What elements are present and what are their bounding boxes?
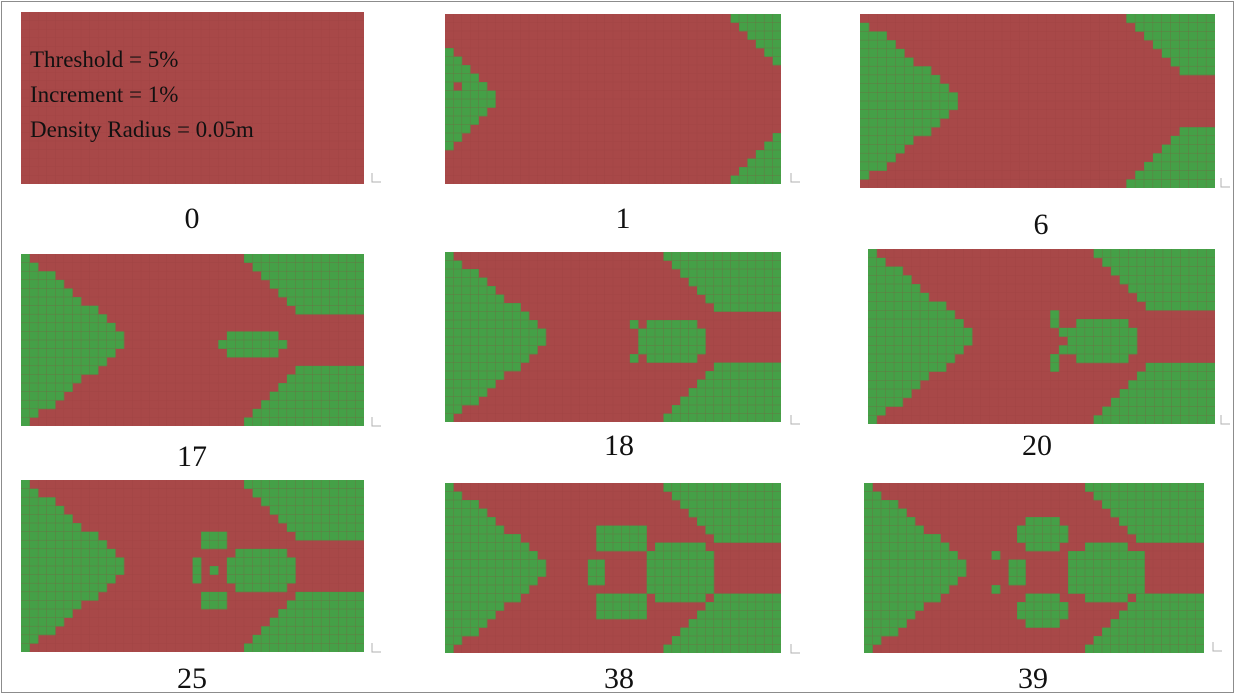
mesh-grid: [445, 483, 781, 653]
iteration-label: 17: [177, 440, 207, 473]
mesh-grid: [864, 483, 1204, 653]
panel-iteration-39: [864, 483, 1204, 653]
axis-corner-icon: [1212, 642, 1222, 652]
density-map-iteration-39: [864, 483, 1204, 653]
panel-iteration-25: [21, 480, 364, 652]
panel-iteration-1: [445, 14, 781, 184]
mesh-grid: [860, 14, 1215, 188]
mesh-grid: [21, 12, 364, 184]
axis-corner-icon: [790, 173, 800, 183]
void-cells: [868, 249, 1215, 424]
panel-iteration-6: [860, 14, 1215, 188]
panel-iteration-0: [21, 12, 364, 184]
void-cells: [21, 480, 364, 652]
density-map-iteration-17: [21, 254, 364, 426]
iteration-label: 39: [1018, 662, 1048, 695]
axis-corner-icon: [790, 644, 800, 654]
axis-corner-icon: [1220, 415, 1230, 425]
iteration-label: 6: [1033, 208, 1049, 241]
increment-text: Increment = 1%: [30, 82, 179, 107]
panel-iteration-18: [445, 252, 781, 422]
axis-corner-icon: [790, 415, 800, 425]
density-map-iteration-0: [21, 12, 364, 184]
axis-corner-icon: [371, 643, 381, 653]
void-cells: [860, 14, 1215, 188]
density-map-iteration-6: [860, 14, 1215, 188]
density-map-iteration-38: [445, 483, 781, 653]
void-cells: [445, 252, 781, 422]
axis-corner-icon: [371, 173, 381, 183]
mesh-grid: [21, 254, 364, 426]
panel-iteration-20: [868, 249, 1215, 424]
panel-iteration-17: [21, 254, 364, 426]
density-map-iteration-20: [868, 249, 1215, 424]
iteration-label: 0: [184, 202, 200, 235]
iteration-label: 1: [615, 202, 631, 235]
iteration-label: 18: [604, 429, 634, 462]
panel-iteration-38: [445, 483, 781, 653]
mesh-grid: [445, 14, 781, 184]
density-map-iteration-1: [445, 14, 781, 184]
void-cells: [21, 254, 364, 426]
mesh-grid: [21, 480, 364, 652]
void-cells: [445, 14, 781, 184]
density-radius-text: Density Radius = 0.05m: [30, 117, 254, 142]
mesh-grid: [445, 252, 781, 422]
iteration-label: 38: [604, 662, 634, 695]
threshold-text: Threshold = 5%: [30, 47, 179, 72]
iteration-label: 25: [177, 662, 207, 695]
axis-corner-icon: [1220, 178, 1230, 188]
density-map-iteration-18: [445, 252, 781, 422]
density-map-iteration-25: [21, 480, 364, 652]
settings-annotation: Threshold = 5% Increment = 1% Density Ra…: [30, 42, 254, 147]
void-cells: [864, 483, 1204, 653]
void-cells: [445, 483, 781, 653]
axis-corner-icon: [371, 417, 381, 427]
mesh-grid: [868, 249, 1215, 424]
iteration-label: 20: [1022, 429, 1052, 462]
